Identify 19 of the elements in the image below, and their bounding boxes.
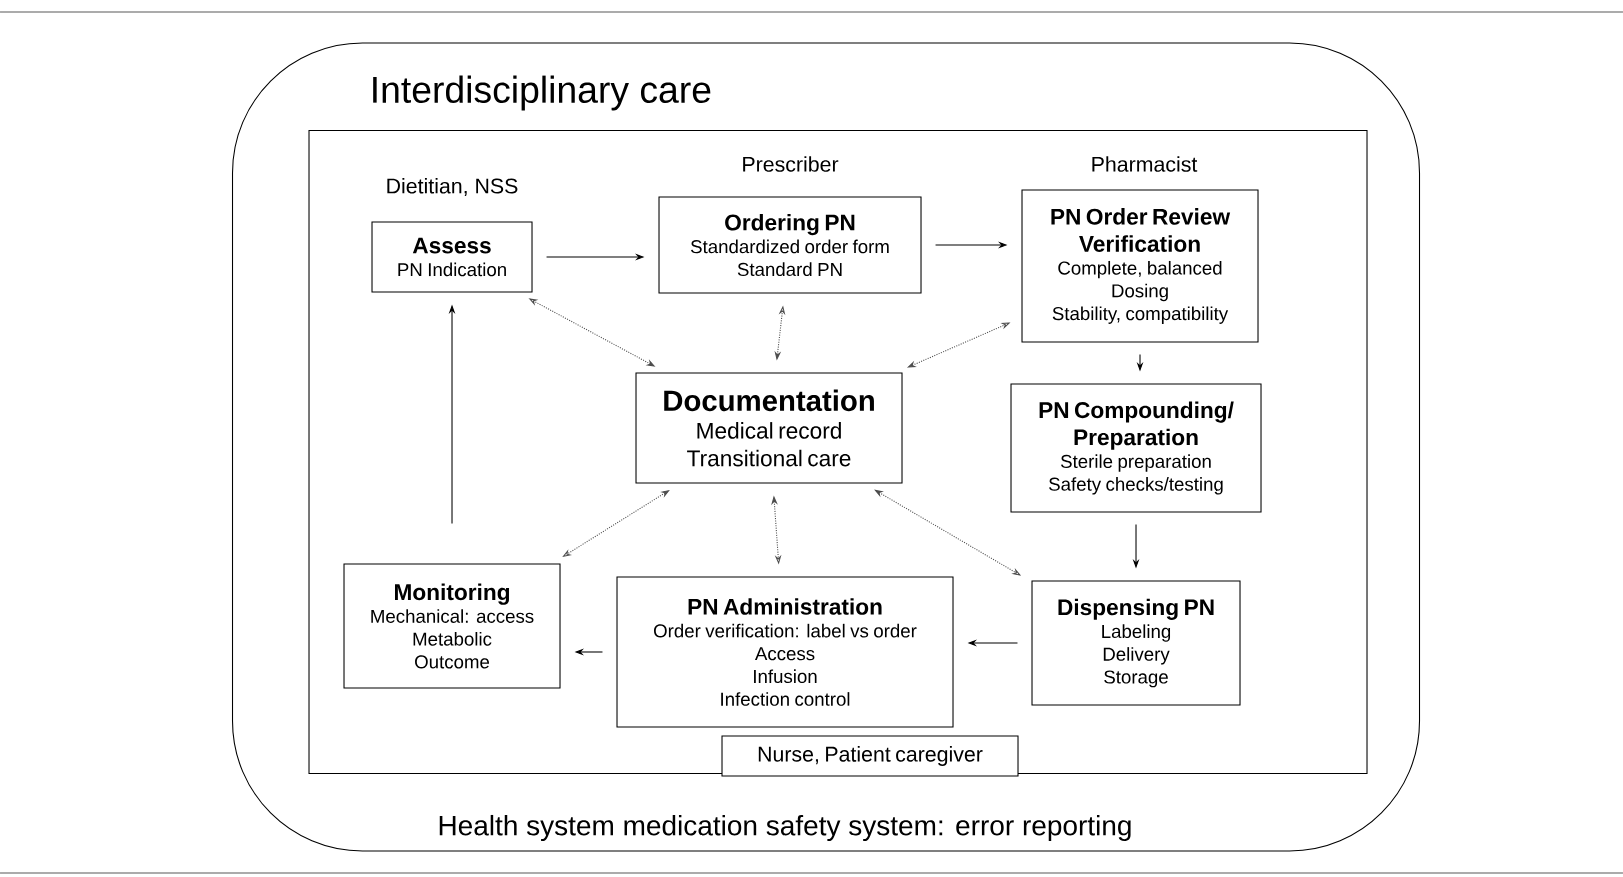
role-label: Dietitian, NSS xyxy=(387,177,518,197)
node-label: PN Order Review Verification xyxy=(1051,208,1231,252)
node-label: Stability, compatibility xyxy=(1052,306,1229,324)
process-box: Dispensing PN Labeling Delivery Storage xyxy=(1031,580,1241,706)
role-box: Nurse, Patient caregiver xyxy=(721,735,1019,777)
process-box: PN Administration Order verification: label vs order Access Infusion Infection control xyxy=(616,576,954,728)
node-label: Dosing xyxy=(1112,283,1168,302)
process-box: Documentation Medical record Transitional care xyxy=(635,372,903,484)
node-label: Complete, balanced xyxy=(1058,260,1222,279)
frame-caption: Health system medication safety system: error reporting xyxy=(439,814,1131,842)
inner-frame xyxy=(308,129,1368,775)
process-box: PN Compounding/ Preparation Sterile preparation Safety checks/testing xyxy=(1010,383,1262,513)
process-box: PN Order Review Verification Complete, balanced Dosing Stability, compatibility xyxy=(1021,189,1259,343)
role-label: Prescriber xyxy=(743,156,839,172)
process-box: Monitoring Mechanical: access Metabolic Outcome xyxy=(343,563,561,689)
frame-title: Interdisciplinary care xyxy=(373,75,711,111)
role-label: Pharmacist xyxy=(1092,156,1198,172)
process-box: Assess PN Indication xyxy=(371,221,533,293)
process-box: Ordering PN Standardized order form Standard PN xyxy=(658,196,922,294)
